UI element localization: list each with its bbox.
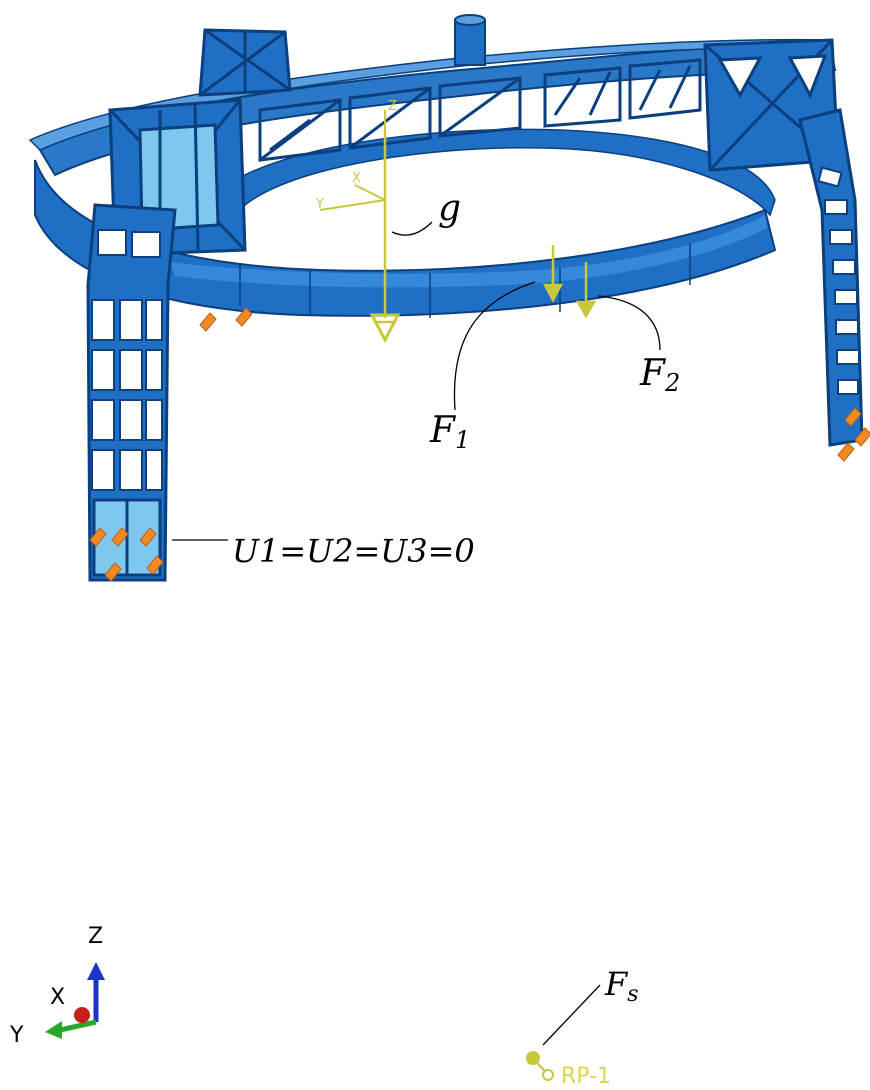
- leader-lines: [172, 221, 661, 1046]
- view-triad: [45, 962, 105, 1039]
- boundary-condition-symbols: [89, 307, 870, 582]
- force1-label: F1: [429, 410, 470, 454]
- csys-y-label: Y: [315, 197, 324, 212]
- reference-point-icon: [526, 1051, 554, 1081]
- left-leg: [86, 203, 177, 582]
- gravity-label: g: [438, 188, 461, 229]
- triad-y-label: Y: [9, 1023, 24, 1048]
- boundary-label: U1=U2=U3=0: [232, 532, 475, 570]
- csys-x-label: X: [352, 171, 361, 186]
- force2-arrow: [575, 262, 597, 319]
- force2-label: F2: [639, 353, 680, 397]
- csys-z-label: Z: [388, 99, 397, 114]
- triad-x-label: X: [50, 985, 65, 1010]
- top-pipe: [454, 14, 486, 66]
- gravity-arrow: [369, 130, 401, 344]
- triad-z-label: Z: [88, 924, 103, 949]
- right-leg: [798, 108, 864, 447]
- force1-arrow: [542, 245, 564, 303]
- force-s-label: Fs: [604, 965, 639, 1007]
- reference-point-label: RP-1: [561, 1064, 611, 1089]
- ring-structure: [28, 14, 840, 318]
